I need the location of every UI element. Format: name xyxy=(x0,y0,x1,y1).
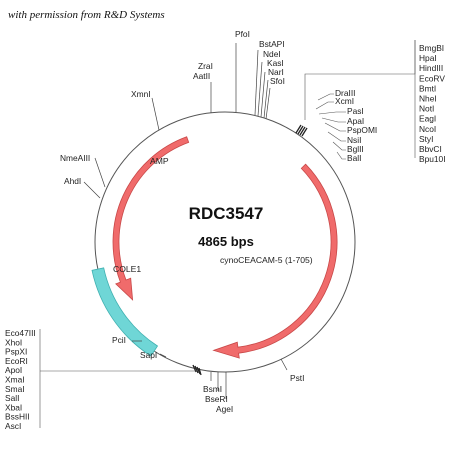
mcs-bottom-site-ecori: EcoRI xyxy=(5,356,28,366)
site-ahdi: AhdI xyxy=(64,176,81,186)
site-xcmi: XcmI xyxy=(335,96,354,106)
mcs-top-site-bbvci: BbvCI xyxy=(419,144,442,154)
mcs-bottom-site-smai: SmaI xyxy=(5,384,25,394)
mcs-top-site-ncoi: NcoI xyxy=(419,124,436,134)
mcs-top-site-list: BmgBIHpaIHindIIIEcoRVBmtINheINotIEagINco… xyxy=(419,43,446,164)
site-draiii: DraIII xyxy=(335,88,355,98)
site-nari: NarI xyxy=(268,67,284,77)
mcs-bottom-site-bsshii: BssHII xyxy=(5,412,30,422)
site-xmni: XmnI xyxy=(131,89,151,99)
mcs-bottom-site-xmai: XmaI xyxy=(5,375,25,385)
mcs-top-site-bpu10i: Bpu10I xyxy=(419,154,446,164)
site-zrai: ZraI xyxy=(198,61,213,71)
site-sfoi: SfoI xyxy=(270,76,285,86)
site-bglii: BglII xyxy=(347,144,364,154)
cole1-origin-arc xyxy=(91,267,159,357)
site-kasi: KasI xyxy=(267,58,284,68)
site-bseri: BseRI xyxy=(205,394,228,404)
mcs-bottom-site-sali: SalI xyxy=(5,393,19,403)
plasmid-name: RDC3547 xyxy=(189,204,264,223)
mcs-top-site-styi: StyI xyxy=(419,134,433,144)
plasmid-backbone xyxy=(94,111,356,373)
site-apai: ApaI xyxy=(347,116,364,126)
site-psti: PstI xyxy=(290,373,304,383)
site-agei: AgeI xyxy=(216,404,233,414)
mcs-top-site-hindiii: HindIII xyxy=(419,63,443,73)
amp-label: AMP xyxy=(150,156,169,166)
site-sapi: SapI xyxy=(140,350,157,360)
mcs-top-site-bmti: BmtI xyxy=(419,83,436,93)
mcs-bottom-site-xbai: XbaI xyxy=(5,402,22,412)
site-bsmi: BsmI xyxy=(203,384,222,394)
insert-label: cynoCEACAM-5 (1-705) xyxy=(220,255,313,265)
site-bali: BalI xyxy=(347,153,361,163)
mcs-top-site-ecorv: EcoRV xyxy=(419,73,445,83)
mcs-bottom-site-apoi: ApoI xyxy=(5,365,22,375)
mcs-bottom-site-asci: AscI xyxy=(5,421,21,431)
site-pspomi: PspOMI xyxy=(347,125,377,135)
mcs-bottom-site-eco47iii: Eco47III xyxy=(5,328,36,338)
site-aatii: AatII xyxy=(193,71,210,81)
permission-credit: with permission from R&D Systems xyxy=(8,9,165,21)
site-ndei: NdeI xyxy=(263,49,281,59)
site-nsii: NsiI xyxy=(347,135,361,145)
site-pfoi: PfoI xyxy=(235,29,250,39)
mcs-top-site-hpai: HpaI xyxy=(419,53,437,63)
mcs-bottom-site-list: Eco47IIIXhoIPspXIEcoRIApoIXmaISmaISalIXb… xyxy=(5,328,36,431)
amp-resistance-arrow xyxy=(112,136,190,301)
mcs-top-site-nhei: NheI xyxy=(419,94,437,104)
mcs-bottom-site-pspxi: PspXI xyxy=(5,347,27,357)
mcs-bottom-site-xhoi: XhoI xyxy=(5,337,22,347)
cole1-label: COLE1 xyxy=(113,264,141,274)
mcs-top-site-noti: NotI xyxy=(419,104,434,114)
site-nmeaiii: NmeAIII xyxy=(60,153,90,163)
site-pasi: PasI xyxy=(347,106,364,116)
mcs-top-site-bmgbi: BmgBI xyxy=(419,43,444,53)
insert-cds-arrow xyxy=(212,163,338,359)
mcs-top-site-eagi: EagI xyxy=(419,114,436,124)
site-pcii: PciI xyxy=(112,335,126,345)
site-bstapi: BstAPI xyxy=(259,39,285,49)
restriction-site-ticks xyxy=(39,40,416,428)
plasmid-size: 4865 bps xyxy=(198,234,254,249)
